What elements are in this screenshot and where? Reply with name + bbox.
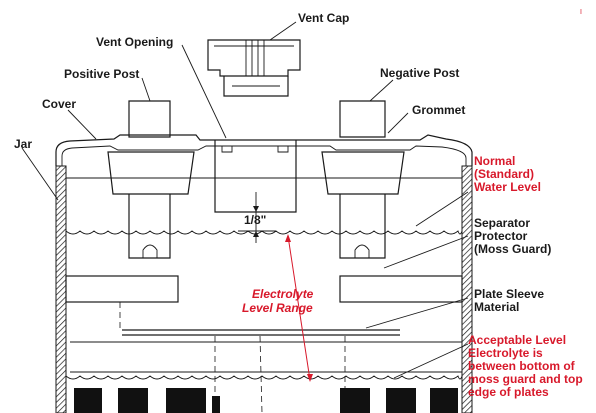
negative-post-base: [321, 151, 405, 195]
label-jar: Jar: [14, 137, 32, 151]
cover: [55, 134, 473, 166]
leader-vent-opening: [181, 44, 227, 139]
negative-post-stem: [339, 194, 386, 259]
acceptable-level-wave: [65, 375, 463, 380]
gap-arrow-bottom: [253, 231, 259, 237]
label-vent-opening: Vent Opening: [96, 35, 173, 49]
label-plate-sleeve-1: Plate Sleeve: [474, 287, 544, 301]
label-gap: 1/8": [244, 213, 266, 227]
positive-strap: [65, 275, 179, 303]
separator-dashes-2: [259, 335, 263, 413]
positive-post: [128, 100, 171, 138]
positive-post-base: [107, 151, 195, 195]
positive-post-slot: [142, 244, 158, 258]
leader-positive-post: [141, 77, 151, 102]
label-cover: Cover: [42, 97, 76, 111]
label-normal-level-2: (Standard): [474, 167, 534, 181]
plate: [74, 388, 102, 413]
label-acceptable-5: edge of plates: [468, 385, 549, 399]
leader-acceptable: [393, 343, 469, 379]
electrolyte-range-arrow: [287, 235, 311, 381]
plate: [430, 388, 458, 413]
label-separator-2: Protector: [474, 229, 528, 243]
leader-normal-level: [415, 191, 469, 227]
label-negative-post: Negative Post: [380, 66, 459, 80]
vent-opening-lip: [221, 146, 289, 153]
corner-mark: I: [580, 9, 582, 16]
label-separator-3: (Moss Guard): [474, 242, 551, 256]
label-normal-level-3: Water Level: [474, 180, 541, 194]
plates: [74, 388, 458, 413]
plate: [340, 388, 370, 413]
vent-cap-ribs: [245, 40, 265, 76]
plate: [386, 388, 416, 413]
leader-cover: [67, 109, 97, 140]
electrolyte-range-arrowhead-top: [285, 234, 291, 242]
negative-post: [339, 100, 386, 138]
label-electrolyte-range-2: Level Range: [242, 301, 313, 315]
positive-post-stem: [128, 194, 171, 259]
electrolyte-range-arrowhead-bottom: [307, 374, 313, 382]
label-plate-sleeve-2: Material: [474, 300, 519, 314]
leader-grommet: [387, 112, 409, 134]
jar-wall-left: [55, 165, 67, 413]
label-electrolyte-range-1: Electrolyte: [252, 287, 314, 301]
plate: [212, 396, 220, 413]
label-acceptable-4: moss guard and top: [468, 372, 583, 386]
negative-strap: [339, 275, 463, 303]
vent-cap: [207, 39, 301, 77]
negative-post-slot: [354, 244, 370, 258]
leader-vent-cap: [269, 21, 297, 41]
normal-water-level-wave: [65, 230, 463, 235]
label-acceptable-3: between bottom of: [468, 359, 576, 373]
leader-separator: [383, 235, 469, 269]
leader-plate-sleeve: [365, 297, 469, 329]
label-acceptable-1: Acceptable Level: [468, 333, 566, 347]
label-separator-1: Separator: [474, 216, 530, 230]
vent-cap-base: [223, 76, 289, 97]
plate: [166, 388, 206, 413]
leader-negative-post: [369, 79, 394, 102]
label-acceptable-2: Electrolyte is: [468, 346, 543, 360]
plate: [118, 388, 148, 413]
gap-arrow-top: [253, 206, 259, 212]
label-normal-level-1: Normal: [474, 154, 515, 168]
leader-jar: [21, 147, 59, 201]
vent-opening: [214, 140, 297, 213]
label-positive-post: Positive Post: [64, 67, 139, 81]
cover-inner: [61, 145, 467, 166]
label-vent-cap: Vent Cap: [298, 11, 349, 25]
label-grommet: Grommet: [412, 103, 465, 117]
